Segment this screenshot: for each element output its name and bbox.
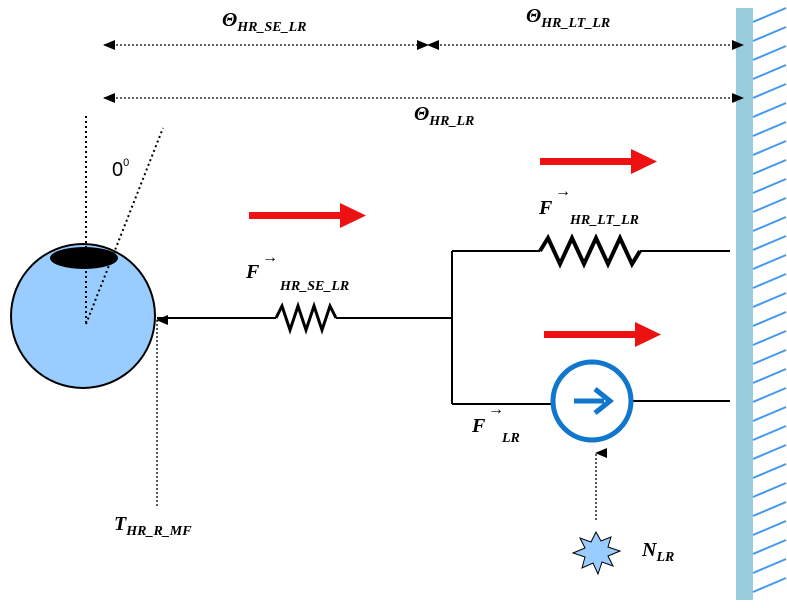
hatch-line	[752, 482, 787, 498]
hatch-line	[752, 349, 787, 365]
wall	[736, 7, 787, 600]
wall-bar	[736, 8, 753, 600]
svg-text:F: F	[245, 261, 260, 283]
svg-text:F: F	[538, 197, 553, 219]
hatch-line	[752, 520, 787, 536]
force-arrow-lt	[540, 149, 657, 174]
hatch-line	[752, 83, 787, 99]
f-lt-label: → F HR_LT_LR	[538, 183, 639, 228]
hatch-line	[752, 7, 787, 23]
dimension-lines	[103, 40, 744, 103]
hatch-line	[752, 254, 787, 270]
angle-label: 00	[112, 157, 129, 181]
hatch-line	[752, 159, 787, 175]
starburst-icon	[571, 530, 622, 576]
svg-text:→: →	[488, 401, 504, 418]
svg-text:LR: LR	[501, 431, 520, 446]
theta-lt-label: ΘHR_LT_LR	[526, 5, 610, 31]
force-arrows	[249, 149, 661, 347]
wall-hatching	[752, 7, 787, 593]
hatch-line	[752, 140, 787, 156]
f-se-label: → F HR_SE_LR	[245, 249, 349, 294]
f-lr-label: → F LR	[471, 401, 520, 446]
hatch-line	[752, 292, 787, 308]
hatch-line	[752, 197, 787, 213]
hatch-line	[752, 444, 787, 460]
torque-label: THR_R_MF	[114, 513, 192, 539]
svg-text:HR_LT_LR: HR_LT_LR	[569, 213, 639, 228]
force-arrow-se	[249, 203, 366, 228]
svg-text:HR_SE_LR: HR_SE_LR	[279, 279, 349, 294]
hatch-line	[752, 425, 787, 441]
hatch-line	[752, 26, 787, 42]
gaze-axis	[85, 127, 164, 325]
hatch-line	[752, 387, 787, 403]
lt-spring	[538, 233, 642, 269]
force-arrow-lr	[544, 322, 661, 347]
hatch-line	[752, 368, 787, 384]
hatch-line	[752, 121, 787, 137]
pupil	[50, 247, 118, 269]
hatch-line	[752, 501, 787, 517]
hatch-line	[752, 178, 787, 194]
hatch-line	[752, 406, 787, 422]
eye-circle	[10, 243, 156, 389]
svg-text:F: F	[471, 415, 486, 437]
hatch-line	[752, 577, 787, 593]
hatch-line	[752, 273, 787, 289]
nerve-label: NLR	[641, 539, 674, 565]
hatch-line	[752, 539, 787, 555]
hatch-line	[752, 330, 787, 346]
circuit	[157, 233, 730, 405]
right-arrow-in-circle-icon	[550, 359, 634, 443]
hatch-line	[752, 463, 787, 479]
hatch-line	[752, 45, 787, 61]
se-spring	[274, 301, 338, 335]
svg-text:→: →	[555, 183, 571, 200]
hatch-line	[752, 311, 787, 327]
hatch-line	[752, 216, 787, 232]
eyeball	[10, 116, 164, 389]
svg-text:→: →	[262, 249, 278, 266]
hatch-line	[752, 64, 787, 80]
theta-se-label: ΘHR_SE_LR	[222, 9, 307, 35]
hatch-line	[752, 102, 787, 118]
theta-total-label: ΘHR_LR	[414, 103, 474, 129]
hatch-line	[752, 558, 787, 574]
hatch-line	[752, 235, 787, 251]
